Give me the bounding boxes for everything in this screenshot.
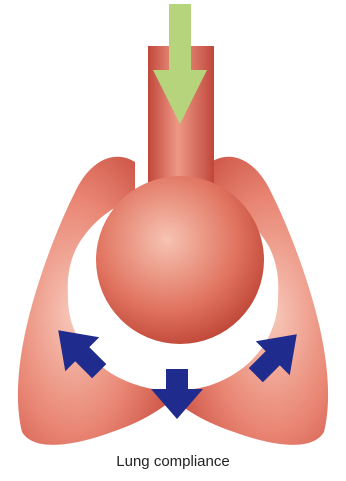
diagram-caption: Lung compliance (0, 452, 346, 472)
alveolus-sphere (96, 176, 264, 344)
